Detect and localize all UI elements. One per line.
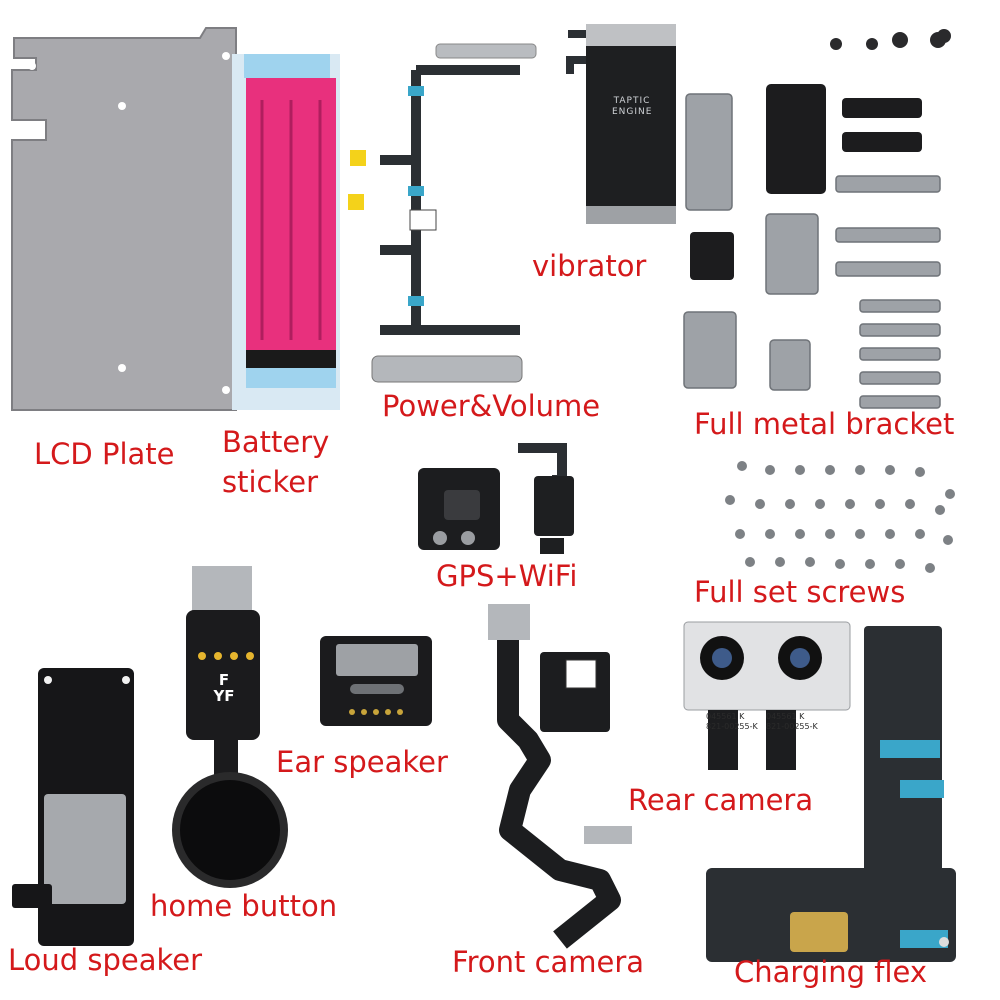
label-power-volume: Power&Volume xyxy=(382,389,601,423)
label-rear-camera: Rear camera xyxy=(628,783,814,817)
label-front-camera: Front camera xyxy=(452,945,645,979)
metal-brackets-image xyxy=(683,29,951,409)
cam-code-l1: 045561 K xyxy=(706,712,745,721)
camera-code-right: 045561 K 821-00255-K xyxy=(766,712,818,732)
battery-sticker-image xyxy=(232,54,340,410)
label-full-set-screws: Full set screws xyxy=(694,575,906,609)
label-loud-speaker: Loud speaker xyxy=(8,943,203,977)
home-button-image xyxy=(172,566,288,888)
label-lcd-plate: LCD Plate xyxy=(34,437,175,471)
vibrator-image xyxy=(566,24,676,224)
loud-speaker-image xyxy=(12,668,134,946)
ear-speaker-image xyxy=(320,636,432,726)
camera-code-left: 045561 K 821-00255-K xyxy=(706,712,758,732)
label-battery-sticker-line2: sticker xyxy=(222,465,319,499)
home-logo-text: F YF xyxy=(204,672,244,704)
taptic-line-1: TAPTIC xyxy=(613,96,651,106)
cam-code-r2: 821-00255-K xyxy=(766,722,818,731)
screws-image xyxy=(725,461,955,573)
power-volume-flex-image xyxy=(348,43,537,383)
cam-code-r1: 045561 K xyxy=(766,712,805,721)
label-ear-speaker: Ear speaker xyxy=(276,745,448,779)
cam-code-l2: 821-00255-K xyxy=(706,722,758,731)
home-logo-line-2: YF xyxy=(213,687,235,705)
gps-wifi-image xyxy=(418,443,574,554)
label-gps-wifi: GPS+WiFi xyxy=(436,559,578,593)
label-home-button: home button xyxy=(150,889,338,923)
taptic-engine-text: TAPTIC ENGINE xyxy=(612,96,652,118)
home-logo-line-1: F xyxy=(218,671,230,689)
label-vibrator: vibrator xyxy=(532,249,647,283)
label-full-metal-bracket: Full metal bracket xyxy=(694,407,955,441)
rear-camera-image xyxy=(683,621,851,770)
label-charging-flex: Charging flex xyxy=(734,955,928,989)
lcd-plate-image xyxy=(11,27,237,411)
label-battery-sticker-line1: Battery xyxy=(222,425,330,459)
front-camera-image xyxy=(488,604,632,949)
taptic-line-2: ENGINE xyxy=(612,107,653,117)
